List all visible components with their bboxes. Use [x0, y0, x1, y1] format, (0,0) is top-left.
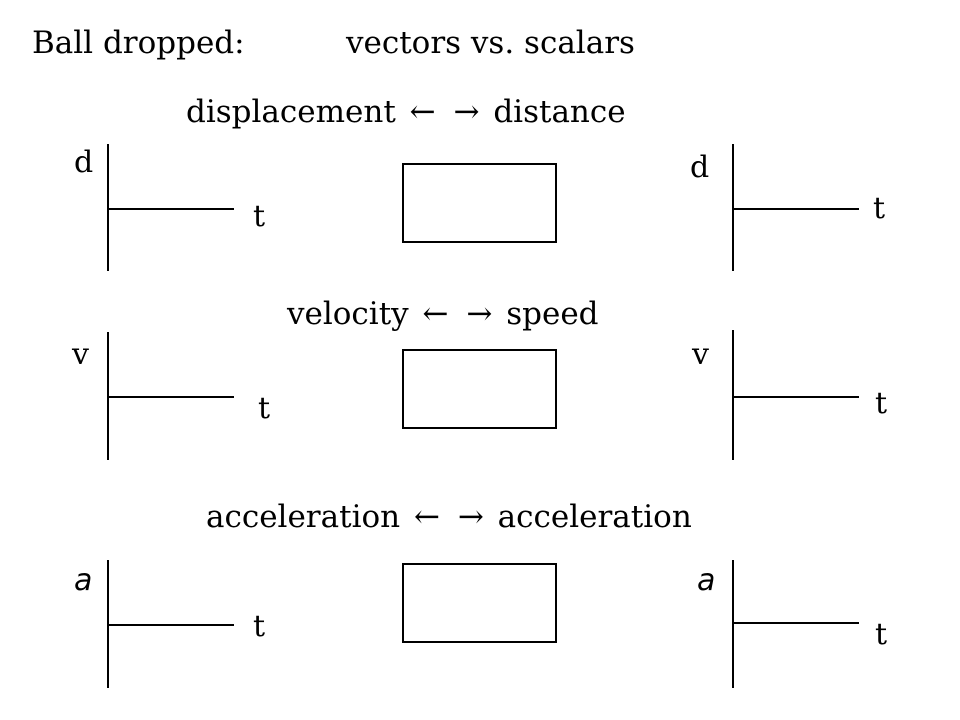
- row3-heading: acceleration ← → acceleration: [206, 502, 692, 533]
- row3-left-y-label: a: [74, 563, 93, 598]
- row1-heading: displacement ← → distance: [186, 97, 626, 128]
- row1-right-y-label: d: [690, 150, 710, 185]
- right-arrow-icon: →: [453, 94, 480, 130]
- row1-left-t-axis: [108, 208, 234, 210]
- row2-right-t-label: t: [875, 386, 888, 421]
- row1-right-t-axis: [733, 208, 859, 210]
- row3-answer-box: [402, 563, 557, 643]
- right-arrow-icon: →: [457, 499, 484, 535]
- row1-right-t-label: t: [873, 191, 886, 226]
- row2-vector-label: velocity: [287, 296, 409, 332]
- row2-answer-box: [402, 349, 557, 429]
- row1-left-y-label: d: [74, 145, 94, 180]
- title-right: vectors vs. scalars: [346, 25, 635, 61]
- row1-left-y-axis: [107, 144, 109, 271]
- row2-right-t-axis: [733, 396, 859, 398]
- row2-heading: velocity ← → speed: [287, 299, 599, 330]
- right-arrow-icon: →: [466, 296, 493, 332]
- row2-scalar-label: speed: [506, 296, 599, 332]
- row3-right-y-axis: [732, 560, 734, 688]
- left-arrow-icon: ←: [422, 296, 449, 332]
- row3-scalar-label: acceleration: [497, 499, 692, 535]
- row3-right-t-axis: [733, 622, 859, 624]
- row1-vector-label: displacement: [186, 94, 396, 130]
- row2-right-y-label: v: [692, 337, 709, 372]
- row1-answer-box: [402, 163, 557, 243]
- row3-left-t-axis: [108, 624, 234, 626]
- row2-right-y-axis: [732, 330, 734, 460]
- row2-left-t-axis: [108, 396, 234, 398]
- left-arrow-icon: ←: [413, 499, 440, 535]
- title-left: Ball dropped:: [32, 25, 245, 61]
- row1-left-t-label: t: [253, 199, 266, 234]
- row3-left-t-label: t: [253, 609, 266, 644]
- row1-scalar-label: distance: [493, 94, 626, 130]
- row1-right-y-axis: [732, 144, 734, 271]
- row2-left-y-label: v: [72, 337, 89, 372]
- row3-right-t-label: t: [875, 617, 888, 652]
- left-arrow-icon: ←: [409, 94, 436, 130]
- row3-vector-label: acceleration: [206, 499, 401, 535]
- row3-right-y-label: a: [697, 563, 716, 598]
- row2-left-t-label: t: [258, 391, 271, 426]
